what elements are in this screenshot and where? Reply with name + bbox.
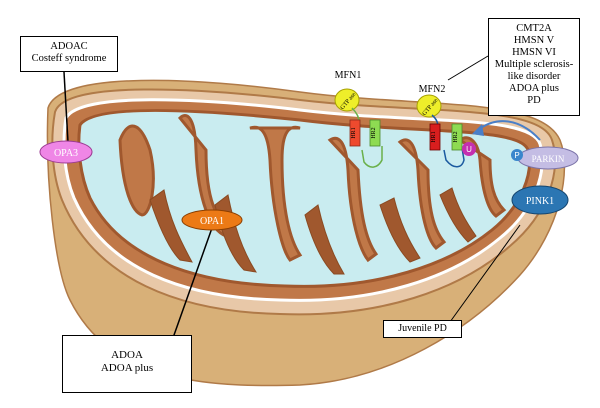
cmt2a-line-6: ADOA plus <box>509 83 559 95</box>
opa3-protein <box>39 140 93 164</box>
cristae <box>149 187 477 275</box>
mfn1-hr2 <box>369 119 381 147</box>
phospho-marker <box>511 149 523 161</box>
cmt2a-line-4: Multiple sclerosis- <box>494 59 574 71</box>
cmt2a-line-3: HMSN VI <box>512 47 556 59</box>
mfn1-hr1-label: HR1 <box>351 127 357 138</box>
adoa-connector <box>167 227 213 353</box>
ubiquitin-label: U <box>466 145 472 154</box>
mfn2-hr1-label: HR1 <box>431 131 437 142</box>
mfn2-hr1 <box>429 123 441 151</box>
adoa-line-2: ADOA plus <box>100 361 154 374</box>
mfn2-gtpase <box>416 94 442 118</box>
mfn2-label: MFN2 <box>419 84 446 95</box>
cmt2a-line-7: PD <box>527 95 541 107</box>
mfn1-gtpase <box>334 88 360 112</box>
opa3-label: OPA3 <box>54 148 78 159</box>
pink1-protein <box>511 185 569 215</box>
cmt2a-line-1: CMT2A <box>516 23 552 34</box>
opa1-label: OPA1 <box>200 216 224 227</box>
parkin-label: PARKIN <box>532 154 565 164</box>
adoac-line-1: ADOAC <box>50 41 88 52</box>
juvenile-pd-label: Juvenile PD <box>398 323 447 334</box>
mfn2-hr2-label: HR2 <box>453 131 459 142</box>
pink1-label: PINK1 <box>526 196 554 207</box>
parkin-arrow <box>477 120 541 141</box>
juvenile-pd-connector <box>449 224 521 323</box>
mfn1-hr1 <box>349 119 361 147</box>
adoac-box: ADOAC Costeff syndrome <box>20 36 118 72</box>
adoa-box: ADOA ADOA plus <box>62 335 192 393</box>
cmt2a-connector <box>447 55 489 81</box>
cmt2a-line-2: HMSN V <box>513 35 555 47</box>
juvenile-pd-box: Juvenile PD <box>383 320 462 338</box>
adoac-line-2: Costeff syndrome <box>31 53 107 65</box>
cmt2a-line-5: like disorder <box>507 71 561 83</box>
adoac-connector <box>63 71 69 143</box>
ubiquitin-marker <box>462 142 476 156</box>
cmt2a-box: CMT2A HMSN V HMSN VI Multiple sclerosis-… <box>488 18 580 116</box>
mfn1-label: MFN1 <box>335 70 362 81</box>
adoa-line-1: ADOA <box>111 349 143 361</box>
mfn2-hr2 <box>451 123 463 151</box>
phospho-label: P <box>514 151 519 160</box>
mfn1-hr2-label: HR2 <box>371 127 377 138</box>
matrix <box>77 109 531 288</box>
opa1-protein <box>181 209 243 231</box>
parkin-arrowhead <box>472 124 484 136</box>
